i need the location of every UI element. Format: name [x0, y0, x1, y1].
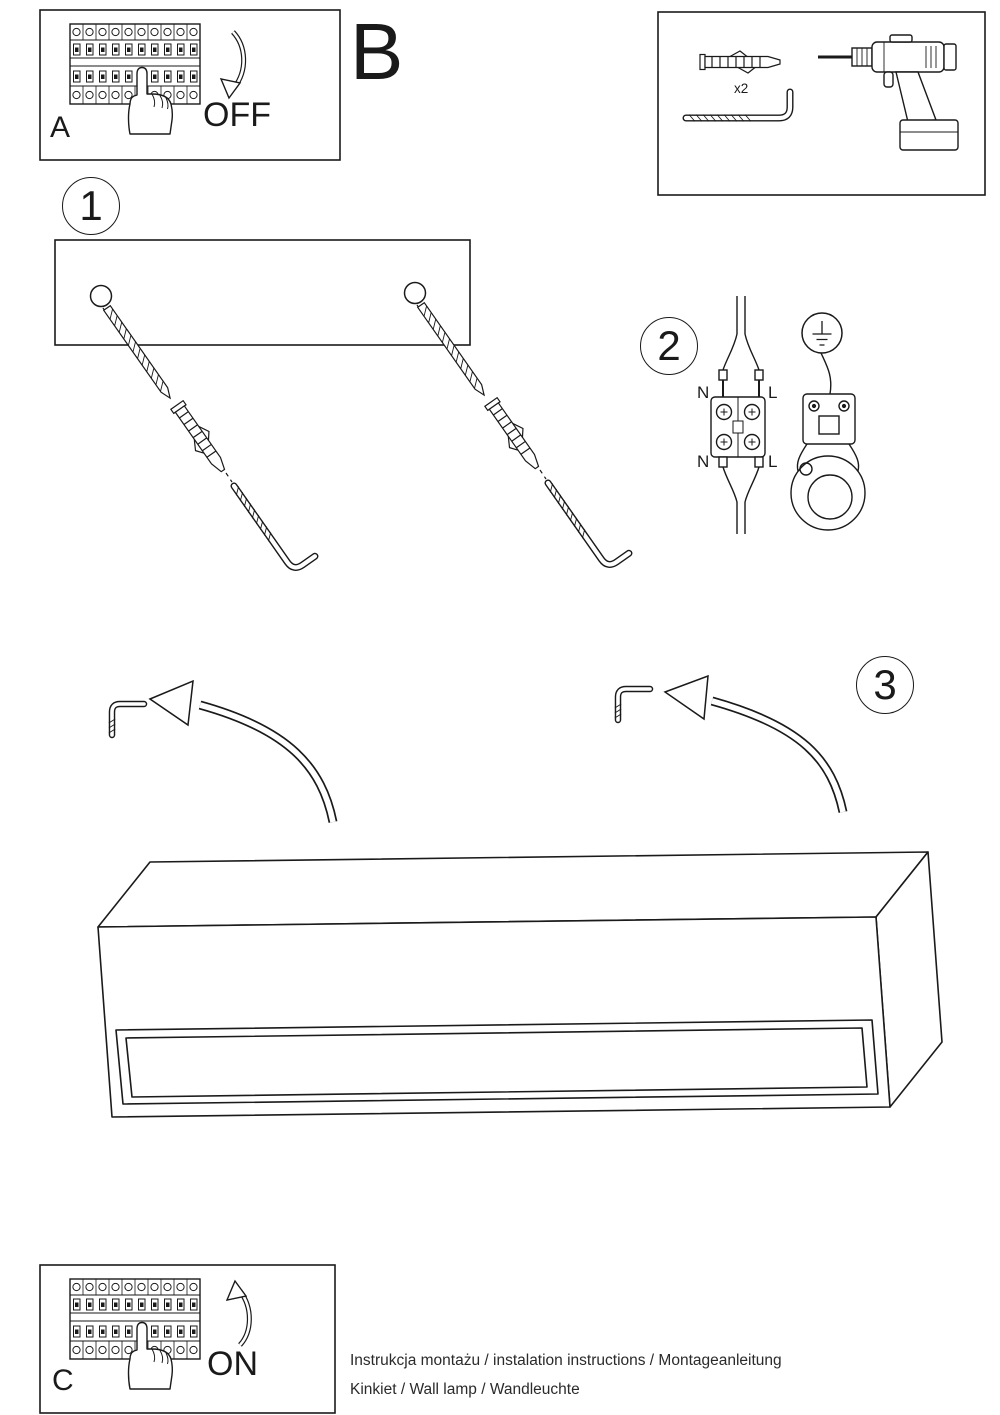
- swing-arrow-right: [663, 674, 848, 813]
- wire-diagram: [710, 296, 766, 534]
- step-1-number: 1: [79, 182, 103, 229]
- wall-hook-left: [109, 704, 144, 735]
- fixing-set-right: [416, 302, 629, 570]
- step-3-number: 3: [873, 661, 897, 708]
- footer-product-line: Kinkiet / Wall lamp / Wandleuchte: [350, 1381, 580, 1398]
- wall-hook-right: [615, 689, 650, 720]
- circuit-breaker-panel-a: [69, 23, 201, 105]
- lamp-socket: [790, 352, 866, 531]
- drill-icon: [818, 34, 959, 151]
- wire-label-l-top: L: [768, 383, 778, 402]
- terminal-block: [710, 396, 766, 458]
- panel-c-box: [39, 1264, 336, 1414]
- tools-box: [657, 11, 986, 196]
- switch-on-arrow-icon: [225, 1279, 252, 1347]
- drill-hole-left: [89, 284, 113, 308]
- switch-off-arrow-icon: [219, 30, 247, 100]
- fixing-set-left: [102, 305, 315, 573]
- wire-label-l-bottom: L: [768, 452, 778, 471]
- wire-label-n-top: N: [697, 383, 710, 402]
- circuit-breaker-panel-c: [69, 1278, 201, 1360]
- panel-c-state: ON: [207, 1345, 258, 1383]
- panel-a-state: OFF: [203, 96, 271, 134]
- swing-arrow-left: [148, 679, 338, 823]
- hook-left: [231, 471, 315, 573]
- dowel-quantity: x2: [734, 81, 749, 96]
- step-2-number: 2: [657, 322, 681, 369]
- step-3-badge: 3: [856, 656, 914, 714]
- anchor-left: [167, 398, 233, 478]
- panel-a-label: A: [50, 111, 71, 144]
- lamp-diffuser-glass: [125, 1027, 868, 1098]
- drill-hole-right: [403, 281, 427, 305]
- step-2-badge: 2: [640, 317, 698, 375]
- section-label: B: [350, 7, 404, 96]
- wire-label-n-bottom: N: [697, 452, 710, 471]
- anchor-right: [481, 395, 547, 475]
- step-1-badge: 1: [62, 177, 120, 235]
- lamp-body: [97, 851, 943, 1118]
- panel-a-box: [39, 9, 341, 161]
- panel-c-label: C: [52, 1364, 74, 1397]
- footer-instructions-line: Instrukcja montażu / instalation instruc…: [350, 1352, 782, 1369]
- ground-symbol-icon: [801, 312, 843, 354]
- hook-right: [545, 468, 629, 570]
